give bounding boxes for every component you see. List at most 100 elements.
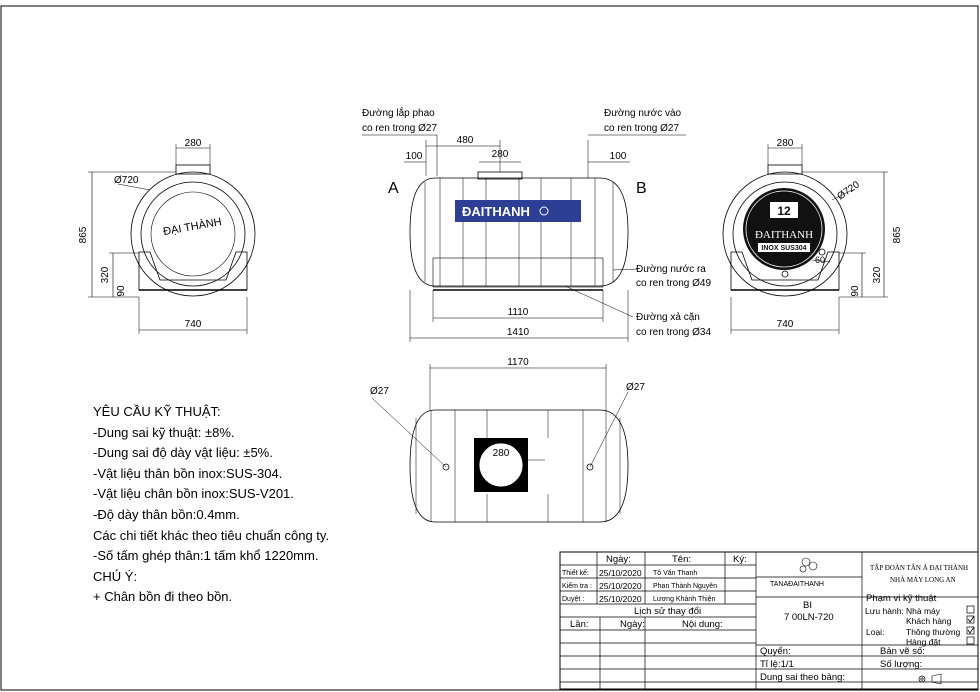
note-line: -Vật liệu thân bồn inox:SUS-304. (93, 465, 283, 481)
left-logo-text: ĐẠI THÀNH (162, 215, 222, 238)
tb-row-design-label: Thiết kế: (562, 570, 589, 577)
tb-header-sign: Ký: (733, 554, 747, 565)
right-end-view (722, 144, 888, 334)
front-brand-mark-icon (539, 206, 549, 216)
tb-row-approve-label: Duyệt : (562, 596, 585, 603)
right-stand (730, 251, 840, 291)
callout-outlet-line2: co ren trong Ø49 (636, 278, 711, 289)
note-line: Các chi tiết khác theo tiêu chuẩn công t… (93, 527, 330, 543)
note-heading: YÊU CẦU KỸ THUẬT: (93, 404, 221, 419)
note-line: -Dung sai kỹ thuật: ±8%. (93, 424, 235, 440)
callout-float-line2: co ren trong Ø27 (362, 123, 437, 134)
front-dim-480: 480 (457, 135, 474, 146)
tb-history-title: Lịch sử thay đổi (634, 606, 702, 617)
top-manhole (474, 438, 528, 492)
front-view (362, 134, 686, 342)
tb-opt-normal: Thông thường (906, 627, 961, 637)
front-dim-280: 280 (492, 149, 509, 160)
right-logo-badge (770, 202, 798, 218)
tb-row-check-label: Kiểm tra : (562, 583, 592, 590)
right-dim-diameter: Ø720 (835, 179, 862, 202)
note-line: + Chân bồn đi theo bồn. (93, 589, 233, 605)
left-tank-shell (130, 171, 256, 297)
right-dim-280: 280 (777, 138, 794, 149)
note-line: -Dung sai độ dày vật liệu: ±5%. (93, 445, 273, 461)
front-dim-100-right: 100 (610, 151, 627, 162)
callout-drain-line1: Đường xả cặn (636, 312, 700, 323)
left-dim-diameter: Ø720 (114, 175, 139, 186)
right-dim-865: 865 (892, 226, 903, 243)
title-block-grid (559, 551, 979, 690)
tb-row-approve-name: Lương Khánh Thiện (653, 596, 716, 603)
front-brand-band: ĐAITHANH (455, 200, 581, 222)
left-logo: ĐẠI THÀNH (162, 215, 222, 238)
tb-product-line2: 7 00LN-720 (784, 612, 834, 623)
tb-type-label: Loại: (866, 627, 885, 637)
left-dim-280: 280 (185, 138, 202, 149)
tb-header-date: Ngày: (606, 554, 631, 565)
note-line: -Độ dày thân bồn:0.4mm. (93, 506, 240, 522)
left-tank-rim (150, 191, 236, 277)
front-dim-1410: 1410 (507, 327, 530, 338)
front-dim-100-left: 100 (406, 151, 423, 162)
right-tank-shell (722, 171, 848, 297)
right-dim-320: 320 (872, 266, 883, 283)
right-logo-badge-text: 12 (777, 204, 791, 218)
front-brand-band-bg (455, 200, 581, 222)
end-label-a: A (388, 180, 399, 197)
note-heading: CHÚ Ý: (93, 568, 138, 584)
front-stand (432, 257, 604, 288)
tb-row-design-date: 25/10/2020 (599, 568, 642, 578)
left-end-view (88, 144, 256, 334)
tb-col-content: Nội dung: (682, 619, 723, 630)
top-dia-left: Ø27 (370, 386, 389, 397)
callout-inlet-line2: co ren trong Ø27 (604, 123, 679, 134)
tb-drawing-no: Bản vẽ số: (880, 646, 925, 657)
left-dim-740: 740 (185, 319, 202, 330)
callout-outlet-line1: Đường nước ra (636, 264, 706, 275)
front-dim-1110: 1110 (508, 307, 529, 318)
left-dim-865: 865 (78, 226, 89, 243)
tb-col-date: Ngày: (620, 619, 645, 630)
right-logo: 12 ĐAITHANH INOX SUS304 (743, 188, 825, 270)
left-tank-inner-ring (140, 181, 246, 287)
right-dim-60: 60 (815, 255, 825, 265)
right-logo-text: ĐAITHANH (755, 229, 813, 241)
top-view (371, 364, 629, 523)
top-dia-right: Ø27 (626, 382, 645, 393)
tb-opt-customer: Khách hàng (906, 616, 952, 626)
tb-row-check-name: Phan Thành Nguyên (653, 583, 718, 590)
tb-opt-factory: Nhà máy (906, 606, 941, 616)
callout-float-line1: Đường lắp phao (362, 106, 435, 119)
tb-group-line1: TẬP ĐOÀN TÂN Á ĐẠI THÀNH (870, 564, 969, 572)
tb-row-design-name: Tô Văn Thanh (653, 570, 698, 577)
end-label-b: B (636, 180, 647, 197)
right-dim-740: 740 (777, 319, 794, 330)
technical-notes: YÊU CẦU KỸ THUẬT: -Dung sai kỹ thuật: ±8… (93, 402, 329, 608)
left-stand (138, 251, 248, 291)
left-manhole (175, 164, 211, 175)
tb-scope-title: Phạm vi kỹ thuật (866, 593, 937, 604)
right-logo-sub: INOX SUS304 (761, 245, 806, 252)
top-dim-280: 280 (493, 448, 510, 459)
left-dim-90: 90 (116, 285, 127, 297)
right-dim-90: 90 (850, 285, 861, 297)
tb-header-name: Tên: (672, 554, 692, 565)
left-dim-320: 320 (100, 266, 111, 283)
tb-book: Quyển: (760, 646, 791, 657)
note-line: -Số tấm ghép thân:1 tấm khổ 1220mm. (93, 548, 319, 564)
tb-group-line2: NHÀ MÁY LONG AN (890, 576, 956, 584)
front-tank-body (409, 177, 629, 287)
tb-tolerance: Dung sai theo bảng: (760, 672, 846, 683)
top-manhole-opening (478, 442, 524, 488)
top-dim-1170: 1170 (507, 357, 529, 368)
note-line: -Vật liệu chân bồn inox:SUS-V201. (93, 486, 294, 502)
callout-inlet-line1: Đường nước vào (604, 108, 682, 119)
tb-row-check-date: 25/10/2020 (599, 581, 642, 591)
right-tank-inner-ring (732, 181, 838, 287)
sheet-border (0, 5, 979, 691)
tb-circulation-label: Lưu hành: (865, 606, 904, 616)
tb-opt-special: Hàng đặt (906, 637, 941, 647)
callout-drain-line2: co ren trong Ø34 (636, 327, 711, 338)
